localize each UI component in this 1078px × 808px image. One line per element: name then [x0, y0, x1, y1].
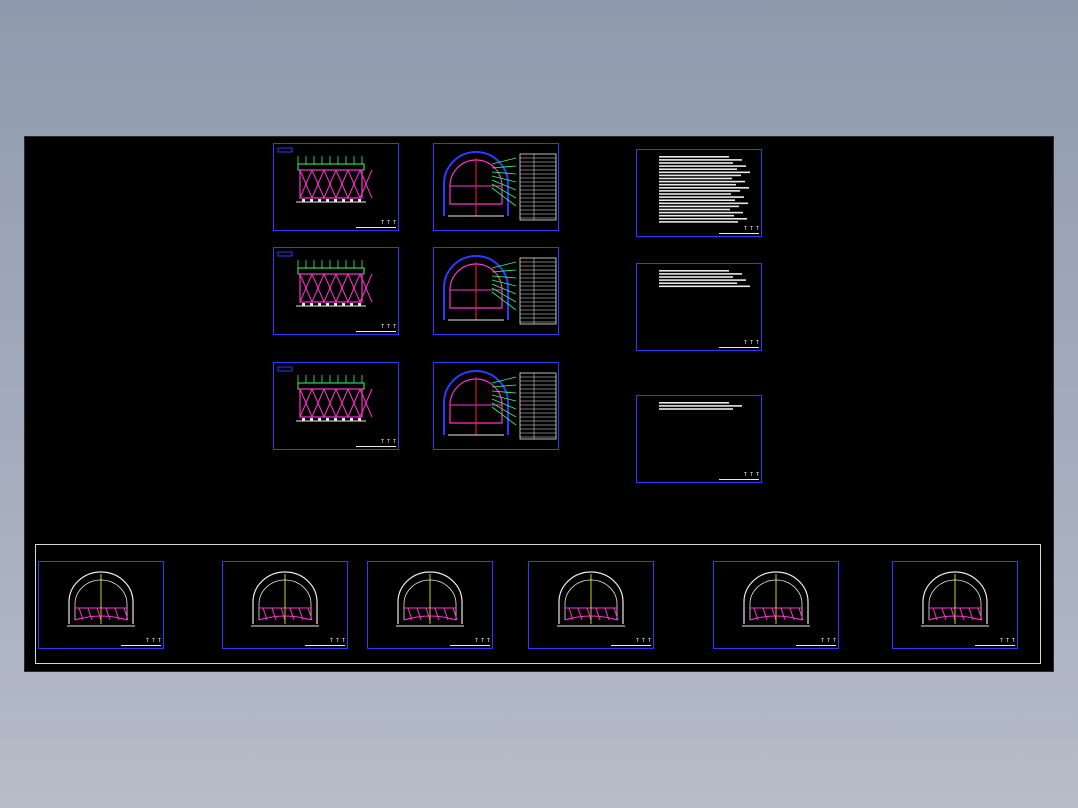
sheet-elevation-2[interactable]: T T T — [273, 247, 399, 335]
title-block: T T T — [719, 341, 759, 348]
title-block: T T T — [719, 227, 759, 234]
title-block: T T T — [611, 639, 651, 646]
elevation-drawing — [277, 366, 373, 422]
sheet-tunnel-1[interactable]: T T T — [38, 561, 164, 649]
sheet-notes-1[interactable]: T T T — [636, 149, 762, 237]
sheet-title: T T T — [820, 638, 836, 644]
sheet-tunnel-5[interactable]: T T T — [713, 561, 839, 649]
elevation-drawing — [277, 147, 373, 203]
section-drawing — [443, 255, 557, 325]
sheet-section-2[interactable] — [433, 247, 559, 335]
sheet-elevation-1[interactable]: T T T — [273, 143, 399, 231]
drawing-canvas[interactable]: T T T T T T T T T T T T — [25, 137, 1053, 671]
sheet-title: T T T — [635, 638, 651, 644]
tunnel-cross-section — [67, 571, 135, 627]
sheet-title: T T T — [380, 439, 396, 445]
tunnel-cross-section — [396, 571, 464, 627]
notes-text-block — [659, 270, 750, 288]
title-block: T T T — [121, 639, 161, 646]
sheet-tunnel-3[interactable]: T T T — [367, 561, 493, 649]
title-block: T T T — [975, 639, 1015, 646]
sheet-section-3[interactable] — [433, 362, 559, 450]
sheet-title: T T T — [329, 638, 345, 644]
notes-text-block — [659, 402, 742, 410]
sheet-elevation-3[interactable]: T T T — [273, 362, 399, 450]
sheet-tunnel-2[interactable]: T T T — [222, 561, 348, 649]
sheet-notes-2[interactable]: T T T — [636, 263, 762, 351]
section-drawing — [443, 151, 557, 221]
sheet-title: T T T — [743, 340, 759, 346]
title-block: T T T — [719, 473, 759, 480]
title-block: T T T — [356, 440, 396, 447]
title-block: T T T — [450, 639, 490, 646]
sheet-title: T T T — [380, 220, 396, 226]
sheet-title: T T T — [743, 226, 759, 232]
notes-text-block — [659, 156, 750, 223]
sheet-title: T T T — [743, 472, 759, 478]
sheet-title: T T T — [999, 638, 1015, 644]
sheet-notes-3[interactable]: T T T — [636, 395, 762, 483]
tunnel-cross-section — [742, 571, 810, 627]
section-drawing — [443, 370, 557, 440]
sheet-title: T T T — [380, 324, 396, 330]
tunnel-cross-section — [557, 571, 625, 627]
title-block: T T T — [356, 325, 396, 332]
tunnel-cross-section — [251, 571, 319, 627]
sheet-tunnel-4[interactable]: T T T — [528, 561, 654, 649]
title-block: T T T — [305, 639, 345, 646]
elevation-drawing — [277, 251, 373, 307]
sheet-tunnel-6[interactable]: T T T — [892, 561, 1018, 649]
sheet-title: T T T — [145, 638, 161, 644]
sheet-title: T T T — [474, 638, 490, 644]
tunnel-cross-section — [921, 571, 989, 627]
sheet-section-1[interactable] — [433, 143, 559, 231]
tunnel-sheets-frame — [35, 544, 1041, 664]
title-block: T T T — [356, 221, 396, 228]
title-block: T T T — [796, 639, 836, 646]
